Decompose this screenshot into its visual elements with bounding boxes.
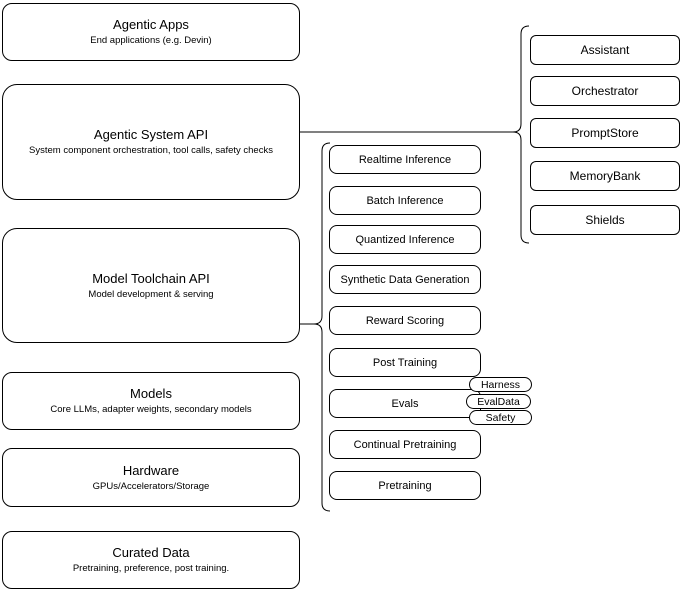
box-subtitle: Pretraining, preference, post training. <box>72 563 230 574</box>
pill-label: Harness <box>480 378 521 391</box>
box-realtime-inference: Realtime Inference <box>329 145 481 174</box>
box-label: Assistant <box>580 43 630 57</box>
box-label: Reward Scoring <box>365 314 445 327</box>
box-label: MemoryBank <box>569 169 641 183</box>
box-model-toolchain-api: Model Toolchain API Model development & … <box>2 228 300 343</box>
box-synthetic-data-generation: Synthetic Data Generation <box>329 265 481 294</box>
box-label: Quantized Inference <box>355 233 455 246</box>
pill-evaldata: EvalData <box>466 394 531 409</box>
box-batch-inference: Batch Inference <box>329 186 481 215</box>
box-title: Agentic Apps <box>113 17 189 32</box>
box-hardware: Hardware GPUs/Accelerators/Storage <box>2 448 300 507</box>
pill-harness: Harness <box>469 377 532 392</box>
box-memorybank: MemoryBank <box>530 161 680 191</box>
box-continual-pretraining: Continual Pretraining <box>329 430 481 459</box>
box-label: Continual Pretraining <box>353 438 457 451</box>
box-subtitle: End applications (e.g. Devin) <box>90 35 212 46</box>
box-promptstore: PromptStore <box>530 118 680 148</box>
box-label: PromptStore <box>571 126 639 140</box>
box-agentic-apps: Agentic Apps End applications (e.g. Devi… <box>2 3 300 61</box>
box-subtitle: GPUs/Accelerators/Storage <box>92 480 210 492</box>
box-title: Agentic System API <box>93 127 209 142</box>
box-title: Hardware <box>122 462 180 478</box>
box-subtitle: System component orchestration, tool cal… <box>29 145 273 156</box>
box-label: Evals <box>391 397 419 410</box>
box-subtitle: Core LLMs, adapter weights, secondary mo… <box>50 404 252 415</box>
box-label: Pretraining <box>378 479 432 492</box>
toolchain-brace <box>313 142 331 512</box>
box-models: Models Core LLMs, adapter weights, secon… <box>2 372 300 430</box>
box-pretraining: Pretraining <box>329 471 481 500</box>
box-assistant: Assistant <box>530 35 680 65</box>
box-quantized-inference: Quantized Inference <box>329 225 481 254</box>
box-shields: Shields <box>530 205 680 235</box>
box-label: Post Training <box>372 356 438 369</box>
box-title: Models <box>130 386 172 401</box>
box-curated-data: Curated Data Pretraining, preference, po… <box>2 531 300 589</box>
system-components-brace <box>512 25 530 244</box>
pill-safety: Safety <box>469 410 532 425</box>
pill-label: Safety <box>485 411 516 424</box>
box-subtitle: Model development & serving <box>88 288 214 300</box>
box-label: Shields <box>585 213 625 227</box>
box-title: Curated Data <box>112 545 190 560</box>
box-agentic-system-api: Agentic System API System component orch… <box>2 84 300 200</box>
box-post-training: Post Training <box>329 348 481 377</box>
box-reward-scoring: Reward Scoring <box>329 306 481 335</box>
pill-label: EvalData <box>477 395 520 408</box>
box-label: Orchestrator <box>571 84 639 98</box>
box-orchestrator: Orchestrator <box>530 76 680 106</box>
box-label: Batch Inference <box>366 194 444 207</box>
box-title: Model Toolchain API <box>92 270 210 286</box>
box-label: Realtime Inference <box>358 153 452 166</box>
box-label: Synthetic Data Generation <box>340 273 470 286</box>
box-evals: Evals <box>329 389 481 418</box>
